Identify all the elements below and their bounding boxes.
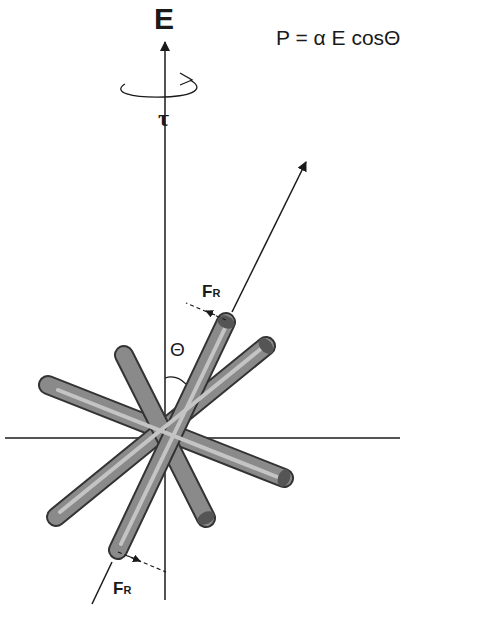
angle-label: Θ [170,340,185,359]
polarization-equation: P = α E cosΘ [276,27,400,48]
restoring-force-label: FR [201,283,221,300]
restoring-force-label: FR [112,580,132,597]
field-label: E [154,4,174,34]
torque-label: τ [158,106,169,130]
